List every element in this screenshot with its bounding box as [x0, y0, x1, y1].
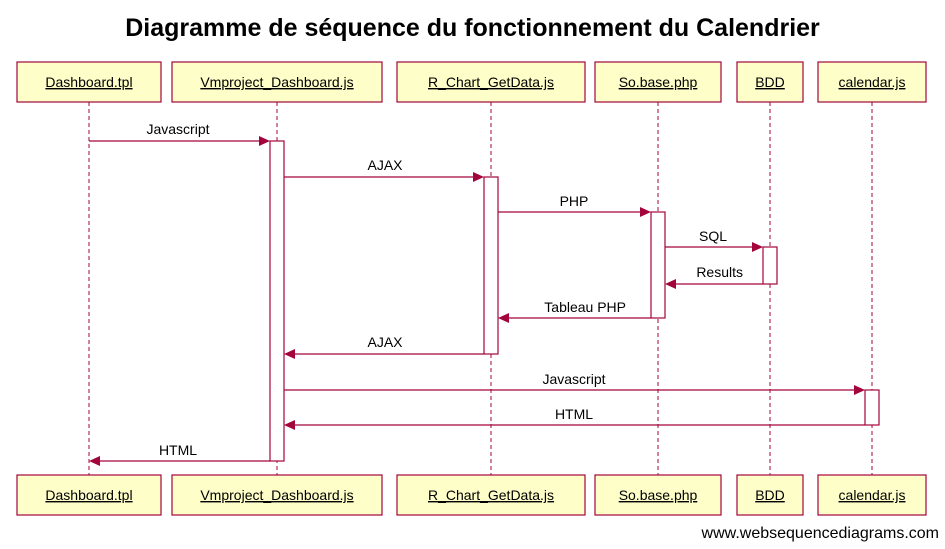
activation-bar [269, 140, 285, 462]
message-label: Results [696, 264, 743, 280]
activation-bar [864, 389, 880, 426]
participant-box [396, 61, 586, 103]
participant-label: Vmproject_Dashboard.js [200, 74, 353, 90]
message-label: SQL [699, 228, 727, 244]
participant-calendar-js-top: calendar.js [817, 61, 927, 103]
participant-dashboard-tpl-top: Dashboard.tpl [16, 61, 162, 103]
message-arrowhead-icon [473, 172, 484, 182]
participant-label: Dashboard.tpl [45, 487, 132, 503]
participant-box [594, 61, 722, 103]
message-arrowhead-icon [640, 207, 651, 217]
footer-url: www.websequencediagrams.com [701, 525, 939, 542]
participant-label: BDD [755, 74, 785, 90]
lifelines [88, 102, 873, 475]
message-arrowhead-icon [284, 349, 295, 359]
message-label: PHP [560, 193, 589, 209]
diagram-title: Diagramme de séquence du fonctionnement … [125, 14, 820, 42]
activation-bar [650, 211, 666, 319]
participant-box [817, 61, 927, 103]
participant-box [594, 474, 722, 516]
participant-vmproject-dashboard-js-top: Vmproject_Dashboard.js [171, 61, 383, 103]
participant-label: R_Chart_GetData.js [428, 74, 554, 90]
participant-vmproject-dashboard-js-bottom: Vmproject_Dashboard.js [171, 474, 383, 516]
participants-top: Dashboard.tpl Vmproject_Dashboard.js R_Cha… [16, 61, 927, 103]
activation-bars [269, 140, 880, 462]
message-arrowhead-icon [498, 313, 509, 323]
activation-bar [762, 246, 778, 285]
participant-calendar-js-bottom: calendar.js [817, 474, 927, 516]
message-6: Tableau PHP [498, 299, 651, 323]
participant-so-base-php-bottom: So.base.php [594, 474, 722, 516]
message-label: AJAX [367, 157, 403, 173]
message-arrowhead-icon [854, 385, 865, 395]
participant-label: Dashboard.tpl [45, 74, 132, 90]
message-label: Tableau PHP [544, 299, 626, 315]
participant-bdd-top: BDD [736, 61, 804, 103]
message-label: Javascript [146, 121, 209, 137]
participant-r-chart-getdata-js-top: R_Chart_GetData.js [396, 61, 586, 103]
message-arrowhead-icon [284, 420, 295, 430]
message-9: HTML [284, 406, 865, 430]
participant-bdd-bottom: BDD [736, 474, 804, 516]
participant-box [16, 61, 162, 103]
participant-so-base-php-top: So.base.php [594, 61, 722, 103]
message-label: HTML [555, 406, 593, 422]
participant-label: calendar.js [839, 487, 906, 503]
participants-bottom: Dashboard.tpl Vmproject_Dashboard.js R_Cha… [16, 474, 927, 516]
participant-box [736, 474, 804, 516]
participant-dashboard-tpl-bottom: Dashboard.tpl [16, 474, 162, 516]
participant-box [16, 474, 162, 516]
message-arrowhead-icon [259, 136, 270, 146]
activation-bar [483, 176, 499, 355]
participant-label: R_Chart_GetData.js [428, 487, 554, 503]
message-arrowhead-icon [665, 279, 676, 289]
message-label: AJAX [367, 334, 403, 350]
participant-box [817, 474, 927, 516]
message-10: HTML [89, 442, 270, 466]
message-5: Results [665, 264, 763, 289]
participant-r-chart-getdata-js-bottom: R_Chart_GetData.js [396, 474, 586, 516]
participant-box [171, 474, 383, 516]
participant-box [171, 61, 383, 103]
participant-box [396, 474, 586, 516]
message-3: PHP [498, 193, 651, 217]
participant-box [736, 61, 804, 103]
message-label: HTML [159, 442, 197, 458]
participant-label: So.base.php [619, 487, 698, 503]
participant-label: So.base.php [619, 74, 698, 90]
message-1: Javascript [89, 121, 270, 146]
participant-label: calendar.js [839, 74, 906, 90]
message-7: AJAX [284, 334, 484, 359]
message-arrowhead-icon [752, 242, 763, 252]
participant-label: Vmproject_Dashboard.js [200, 487, 353, 503]
message-4: SQL [665, 228, 763, 252]
message-arrowhead-icon [89, 456, 100, 466]
message-label: Javascript [542, 371, 605, 387]
message-8: Javascript [284, 371, 865, 395]
participant-label: BDD [755, 487, 785, 503]
message-2: AJAX [284, 157, 484, 182]
